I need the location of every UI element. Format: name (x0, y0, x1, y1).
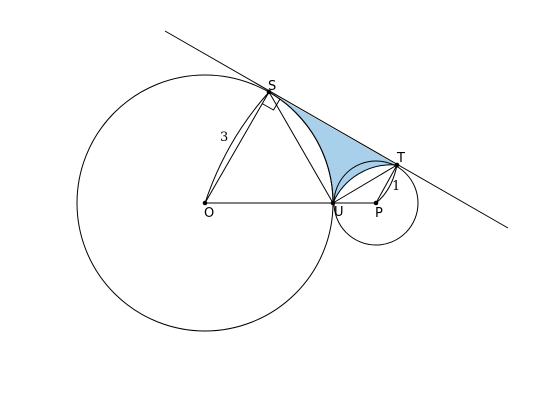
length-label-PT: 1 (392, 179, 400, 194)
arc-UT (332, 164, 398, 204)
segment-PT (375, 164, 398, 204)
point-P (373, 200, 379, 206)
label-O: O (204, 206, 214, 221)
segment-SU (268, 91, 334, 204)
right-angle-marker (261, 98, 281, 111)
label-P: P (375, 206, 383, 221)
point-T (394, 162, 400, 168)
length-arc-OS (204, 91, 270, 204)
length-label-OS: 3 (220, 130, 228, 145)
arc-SU (268, 91, 334, 204)
tangent-line (164, 30, 509, 229)
point-S (266, 89, 272, 95)
label-T: T (396, 151, 405, 166)
point-O (202, 200, 208, 206)
shaded-region (269, 92, 397, 203)
length-arc-PT (375, 164, 398, 204)
segment-UT (332, 164, 398, 204)
segment-OS (204, 91, 270, 204)
label-U: U (334, 205, 344, 220)
label-S: S (268, 79, 276, 94)
point-U (330, 200, 336, 206)
